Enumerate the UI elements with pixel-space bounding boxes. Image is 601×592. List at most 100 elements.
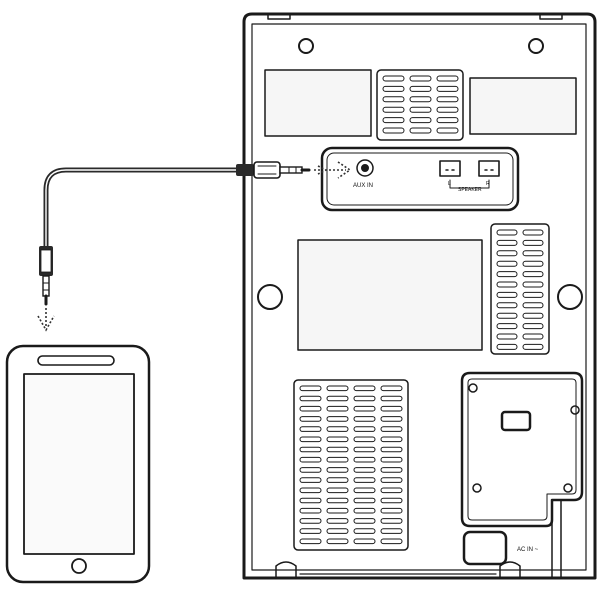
vent-grille-right xyxy=(490,223,550,355)
vent-slot xyxy=(326,395,349,402)
vent-slot xyxy=(326,528,349,534)
vent-slot xyxy=(299,416,322,422)
vent-slot xyxy=(409,117,432,124)
vent-slot xyxy=(380,518,403,524)
vent-slot xyxy=(326,436,349,443)
vent-slot xyxy=(353,436,376,443)
vent-slot xyxy=(326,446,349,453)
connector-panel-inner xyxy=(326,152,514,206)
vent-slot xyxy=(436,106,459,113)
vent-slot xyxy=(380,477,403,483)
vent-slot xyxy=(326,405,349,412)
screw-hole-mid-right xyxy=(557,284,583,310)
vent-slot xyxy=(299,477,322,483)
vent-slot xyxy=(299,507,322,514)
vent-slot xyxy=(380,487,403,494)
vent-slot xyxy=(522,250,544,257)
vent-slot xyxy=(353,395,376,402)
vent-slot xyxy=(299,436,322,443)
vent-slot xyxy=(299,456,322,463)
vent-slot xyxy=(522,302,544,309)
vent-slot xyxy=(326,518,349,524)
vent-slot xyxy=(326,416,349,422)
vent-slot xyxy=(380,538,403,545)
vent-slot xyxy=(380,385,403,392)
vent-slot xyxy=(382,85,405,92)
screw-hole-mid-left xyxy=(257,284,283,310)
vent-slot xyxy=(380,436,403,443)
vent-slot xyxy=(353,528,376,534)
vent-grille-top xyxy=(376,69,464,141)
bottom-foot-left xyxy=(275,561,297,579)
vent-slot xyxy=(353,456,376,463)
vent-slot xyxy=(496,229,518,236)
phone-home-button xyxy=(71,558,87,574)
vent-slot xyxy=(382,117,405,124)
vent-slot xyxy=(326,487,349,494)
panel-inner-border xyxy=(251,23,587,571)
speaker-terminal-right xyxy=(478,160,500,177)
vent-slot xyxy=(496,333,518,340)
plate-screw-top-right xyxy=(570,405,580,415)
speaker-right-mark: R xyxy=(486,181,490,187)
vent-slot xyxy=(522,343,544,350)
vent-slot xyxy=(353,507,376,514)
label-plate-left xyxy=(264,69,372,137)
vent-slot xyxy=(326,426,349,432)
smartphone-icon xyxy=(5,344,151,584)
vent-slot xyxy=(380,395,403,402)
screw-hole-top-right xyxy=(528,38,544,54)
vent-grille-bottom-slots xyxy=(299,385,403,545)
vent-slot xyxy=(380,507,403,514)
dashed-arrow-icon xyxy=(314,161,352,179)
vent-grille-right-slots xyxy=(496,229,544,350)
vent-slot xyxy=(326,538,349,545)
vent-slot xyxy=(382,106,405,113)
plate-screw-bottom-right xyxy=(563,483,573,493)
vent-slot xyxy=(409,127,432,134)
plate-screw-bottom-left xyxy=(472,483,482,493)
vent-grille-bottom xyxy=(293,379,409,551)
dashed-arrow-down-icon xyxy=(37,308,55,332)
vent-slot xyxy=(353,467,376,473)
vent-slot xyxy=(522,229,544,236)
vent-slot xyxy=(522,260,544,267)
vent-slot xyxy=(353,416,376,422)
vent-slot xyxy=(496,271,518,278)
vent-slot xyxy=(353,446,376,453)
vent-slot xyxy=(436,117,459,124)
vent-slot xyxy=(353,518,376,524)
vent-slot xyxy=(299,395,322,402)
vent-slot xyxy=(382,127,405,134)
vent-slot xyxy=(436,75,459,82)
vent-slot xyxy=(299,518,322,524)
phone-speaker-slot xyxy=(37,355,115,366)
vent-slot xyxy=(409,96,432,103)
vent-slot xyxy=(496,260,518,267)
vent-slot xyxy=(436,127,459,134)
label-plate-center xyxy=(297,239,483,351)
vent-slot xyxy=(353,497,376,504)
vent-slot xyxy=(496,323,518,330)
vent-slot xyxy=(496,343,518,350)
vent-slot xyxy=(299,426,322,432)
vent-slot xyxy=(326,385,349,392)
vent-slot xyxy=(326,477,349,483)
vent-slot xyxy=(326,497,349,504)
top-notch-left xyxy=(267,13,291,20)
vent-slot xyxy=(436,85,459,92)
vent-slot xyxy=(522,312,544,319)
vent-slot xyxy=(436,96,459,103)
label-plate-right xyxy=(469,77,577,135)
vent-slot xyxy=(496,312,518,319)
vent-slot xyxy=(299,528,322,534)
speaker-terminal-left xyxy=(439,160,461,177)
vent-slot xyxy=(380,528,403,534)
speaker-bracket xyxy=(449,179,490,189)
vent-slot xyxy=(380,446,403,453)
vent-slot xyxy=(496,239,518,246)
ac-cord xyxy=(551,499,562,579)
vent-slot xyxy=(299,467,322,473)
vent-slot xyxy=(496,302,518,309)
power-cover-plate-inner xyxy=(467,378,577,521)
